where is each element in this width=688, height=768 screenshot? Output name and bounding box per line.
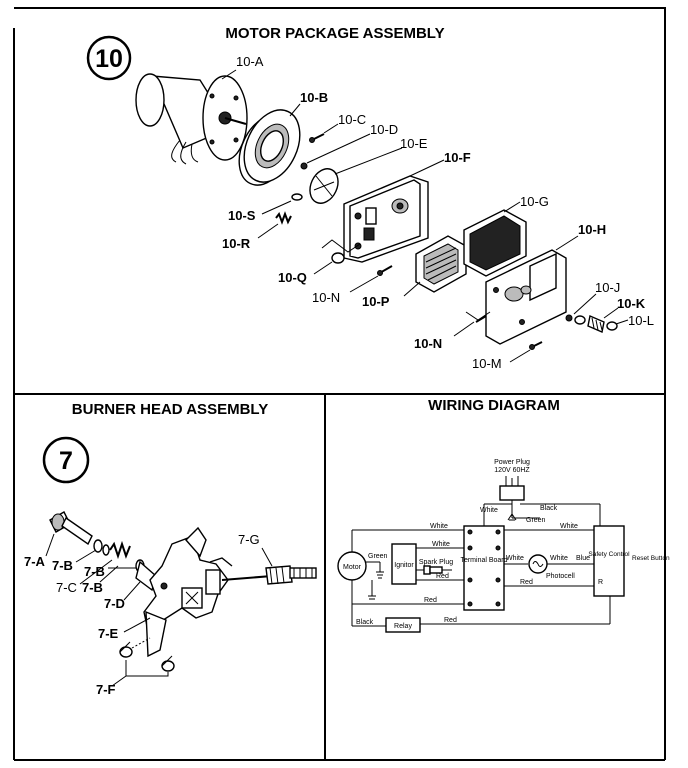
wire-black-relay: Black [356,619,374,626]
part-fan-10e [309,168,339,204]
label-7b-1: 7-B [52,558,73,573]
power-plug-label: Power Plug [494,459,530,466]
label-7g: 7-G [238,532,260,547]
spark-plug-label: Spark Plug [419,559,453,566]
motor-section-title: MOTOR PACKAGE ASSEMBLY [225,25,444,42]
part-screen-10g [463,209,527,277]
part-filter-10p [415,235,467,293]
ignitor-component [391,543,417,585]
label-10l: 10-L [628,313,654,328]
reset-button-label: Reset Button [632,555,670,562]
part-housing-10f [343,175,429,263]
terminal-board-label: Terminal Board [460,557,507,564]
relay-label: Relay [394,623,412,630]
ignitor-label: Ignitor [394,562,414,569]
terminal-board-component [463,525,505,611]
safety-control-component [593,525,625,597]
part-10j [565,314,573,322]
label-10p: 10-P [362,294,390,309]
wire-white-main: White [430,523,448,530]
part-spring-7c [109,540,131,560]
part-adapter-ring-10b [238,109,301,186]
section-frames [13,7,666,761]
wiring-section-title: WIRING DIAGRAM [428,397,560,414]
label-7e: 7-E [98,626,119,641]
label-10m: 10-M [472,356,502,371]
terminal-board-screws [467,529,501,607]
label-7a: 7-A [24,554,46,569]
label-7b-2: 7-B [82,580,103,595]
part-10k-washer [574,315,586,325]
label-10n-upper: 10-N [312,290,340,305]
label-10n-lower: 10-N [414,336,442,351]
part-spring-10r [275,211,292,225]
part-screw-10n [377,265,393,276]
relay-component [385,617,421,633]
part-screw-10c [309,133,325,143]
wire-white-mid2: White [506,555,524,562]
power-plug-spec: 120V 60HZ [494,467,530,474]
wiring-diagram: Power Plug 120V 60HZ White Black Green M… [337,459,670,633]
label-7f: 7-F [96,682,116,697]
r-terminal-label: R [598,579,603,586]
label-10s: 10-S [228,208,256,223]
wire-white-photo: White [550,555,568,562]
part-burner-head-7e [143,526,233,658]
photocell-label: Photocell [546,573,575,580]
part-10q [331,252,345,264]
wire-black-top: Black [540,505,558,512]
label-10j: 10-J [595,280,620,295]
spark-plug-icon [416,565,452,575]
label-10d: 10-D [370,122,398,137]
wire-white-right: White [560,523,578,530]
label-10a: 10-A [236,54,264,69]
part-motor-10a [135,73,248,165]
motor-section-number-circle [86,35,132,81]
wire-green-plug: Green [526,517,546,524]
motor-section-number: 10 [95,45,123,73]
wire-red-2: Red [436,573,449,580]
burner-section-number-circle [42,436,90,484]
part-screw-10n-lower [465,311,491,323]
wire-red-4: Red [444,617,457,624]
part-10l [606,321,618,331]
part-10d [300,162,308,170]
label-7c: 7-C [56,580,77,595]
label-10q: 10-Q [278,270,307,285]
label-10b: 10-B [300,90,328,105]
wire-white-mid1: White [432,541,450,548]
part-nozzle-7a [49,511,93,546]
label-10e: 10-E [400,136,428,151]
wire-white-top: White [480,507,498,514]
burner-section-title: BURNER HEAD ASSEMBLY [72,401,268,418]
label-10c: 10-C [338,112,366,127]
part-7b-1 [93,539,103,553]
part-washer-10s [291,193,303,201]
motor-label: Motor [343,564,362,571]
part-screw-10m [529,341,543,350]
wire-blue-photo: Blue [576,555,590,562]
label-10r: 10-R [222,236,251,251]
part-7b-2 [102,544,110,556]
burner-section-number: 7 [59,447,73,475]
part-screws-7f [119,637,175,677]
label-10g: 10-G [520,194,549,209]
part-cover-10h [485,249,567,345]
power-plug-icon [499,476,525,518]
wire-red-1: Red [424,597,437,604]
label-10f: 10-F [444,150,471,165]
label-10h: 10-H [578,222,606,237]
wire-green-motor: Green [368,553,388,560]
wire-red-3: Red [520,579,533,586]
label-10k: 10-K [617,296,646,311]
label-7b-3: 7-B [84,564,105,579]
label-7d: 7-D [104,596,125,611]
part-electrode-7g [221,565,317,585]
safety-control-label: Safety Control [588,551,630,558]
